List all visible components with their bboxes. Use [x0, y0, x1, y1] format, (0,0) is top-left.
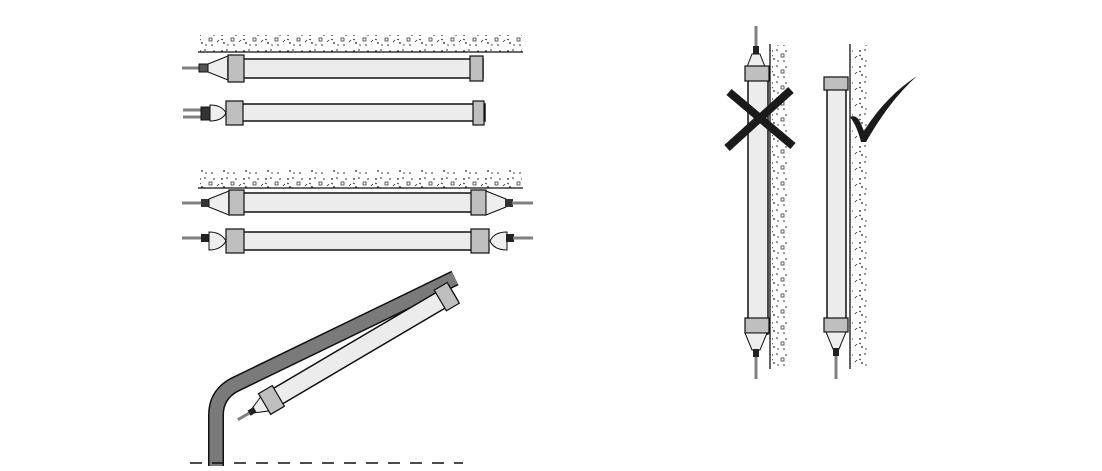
cross-mark-icon: [724, 87, 796, 151]
slanted-beam: [208, 270, 459, 466]
light-tube-vertical-correct: [823, 76, 849, 379]
concrete-ceiling-1: [198, 35, 523, 53]
light-tube-3: [182, 189, 533, 216]
wall-2: [849, 44, 868, 369]
wall-1: [769, 44, 788, 369]
concrete-ceiling-2: [198, 170, 523, 189]
light-tube-4: [182, 228, 533, 254]
check-mark-icon: [850, 76, 917, 142]
light-tube-1: [182, 54, 484, 83]
light-tube-slanted: [237, 281, 461, 422]
light-tube-2: [183, 100, 486, 126]
light-tube-vertical-wrong: [744, 26, 770, 379]
